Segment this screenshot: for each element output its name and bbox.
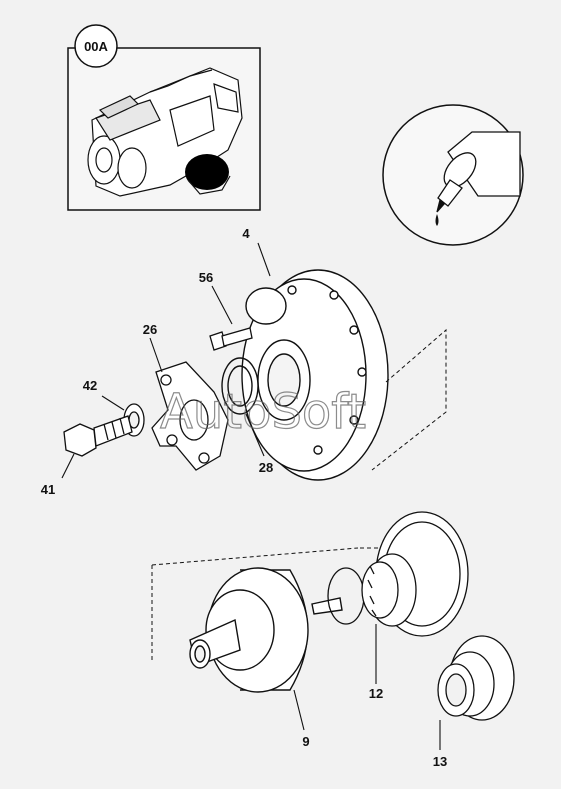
callout-26: 26 bbox=[143, 322, 157, 337]
inset-panel bbox=[67, 47, 261, 211]
watermark-text: AutoSoft bbox=[160, 384, 366, 440]
gear-part-12 bbox=[361, 511, 469, 637]
callout-42: 42 bbox=[83, 378, 97, 393]
bolt-part-41 bbox=[63, 415, 133, 457]
callout-4: 4 bbox=[242, 226, 250, 241]
sealant-bottle-icon bbox=[382, 104, 524, 246]
oil-seal-part-28 bbox=[221, 357, 259, 415]
guide-line-upper bbox=[371, 328, 447, 471]
bearing-housing-part-4 bbox=[241, 269, 389, 481]
bolt-part-56 bbox=[209, 327, 253, 351]
callout-9: 9 bbox=[302, 734, 309, 749]
inset-ref-badge: 00A bbox=[74, 24, 118, 68]
leader-lines bbox=[61, 242, 441, 750]
callout-28: 28 bbox=[259, 460, 273, 475]
callout-41: 41 bbox=[41, 482, 55, 497]
callout-56: 56 bbox=[199, 270, 213, 285]
output-flange-part-26 bbox=[151, 361, 229, 471]
differential-part-9 bbox=[189, 567, 343, 693]
callout-12: 12 bbox=[369, 686, 383, 701]
circlip-ring bbox=[327, 567, 365, 625]
inset-ref-label: 00A bbox=[84, 39, 108, 54]
gear-part-13 bbox=[437, 635, 515, 721]
callout-13: 13 bbox=[433, 754, 447, 769]
